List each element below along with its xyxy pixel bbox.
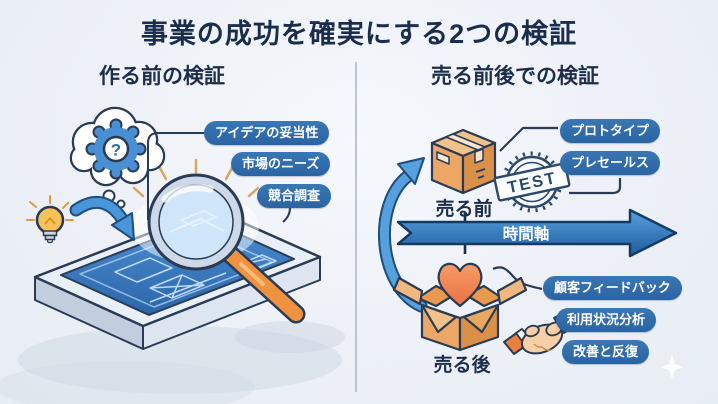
sell-cycle-illustration: TEST 時間軸 [377,126,684,379]
label-pill-market-needs: 市場のニーズ [231,152,331,176]
left-callout-lines [147,132,291,223]
board-shadow [0,321,345,404]
label-pill-presales: プレセールス [560,151,661,175]
label-pill-prototype: プロトタイプ [560,119,661,143]
sparkle-icon [660,355,684,379]
timeline-label: 時間軸 [503,224,550,243]
label-pill-usage-analysis: 利用状況分析 [556,308,657,332]
lightbulb-icon [26,195,74,244]
label-pill-competitor-research: 競合調査 [257,184,332,208]
label-pill-customer-feedback: 顧客フィードバック [543,276,682,300]
gear-question-icon: ? [85,118,147,180]
light-rays [132,158,260,198]
page-title: 事業の成功を確実にする2つの検証 [140,19,578,49]
label-pill-idea-validity: アイデアの妥当性 [204,121,330,145]
idea-to-board-arrow-icon [69,195,135,241]
test-stamp-icon: TEST [493,151,571,213]
closed-box-icon [430,128,497,195]
magnifier-icon [147,173,306,324]
before-build-illustration: ? [0,106,345,404]
question-mark: ? [111,141,121,160]
before-sell-label: 売る前 [435,199,493,220]
open-box-heart-icon [392,262,528,352]
heart-icon [437,262,483,308]
label-pill-improve-iterate: 改善と反復 [562,340,650,364]
panel-divider [355,62,357,392]
after-sell-label: 売る後 [433,355,491,376]
left-panel-heading: 作る前の検証 [99,65,225,88]
timeline-arrow: 時間軸 [396,208,678,258]
thought-bubble-icon: ? [69,106,166,209]
right-panel-heading: 売る前後での検証 [431,65,599,88]
